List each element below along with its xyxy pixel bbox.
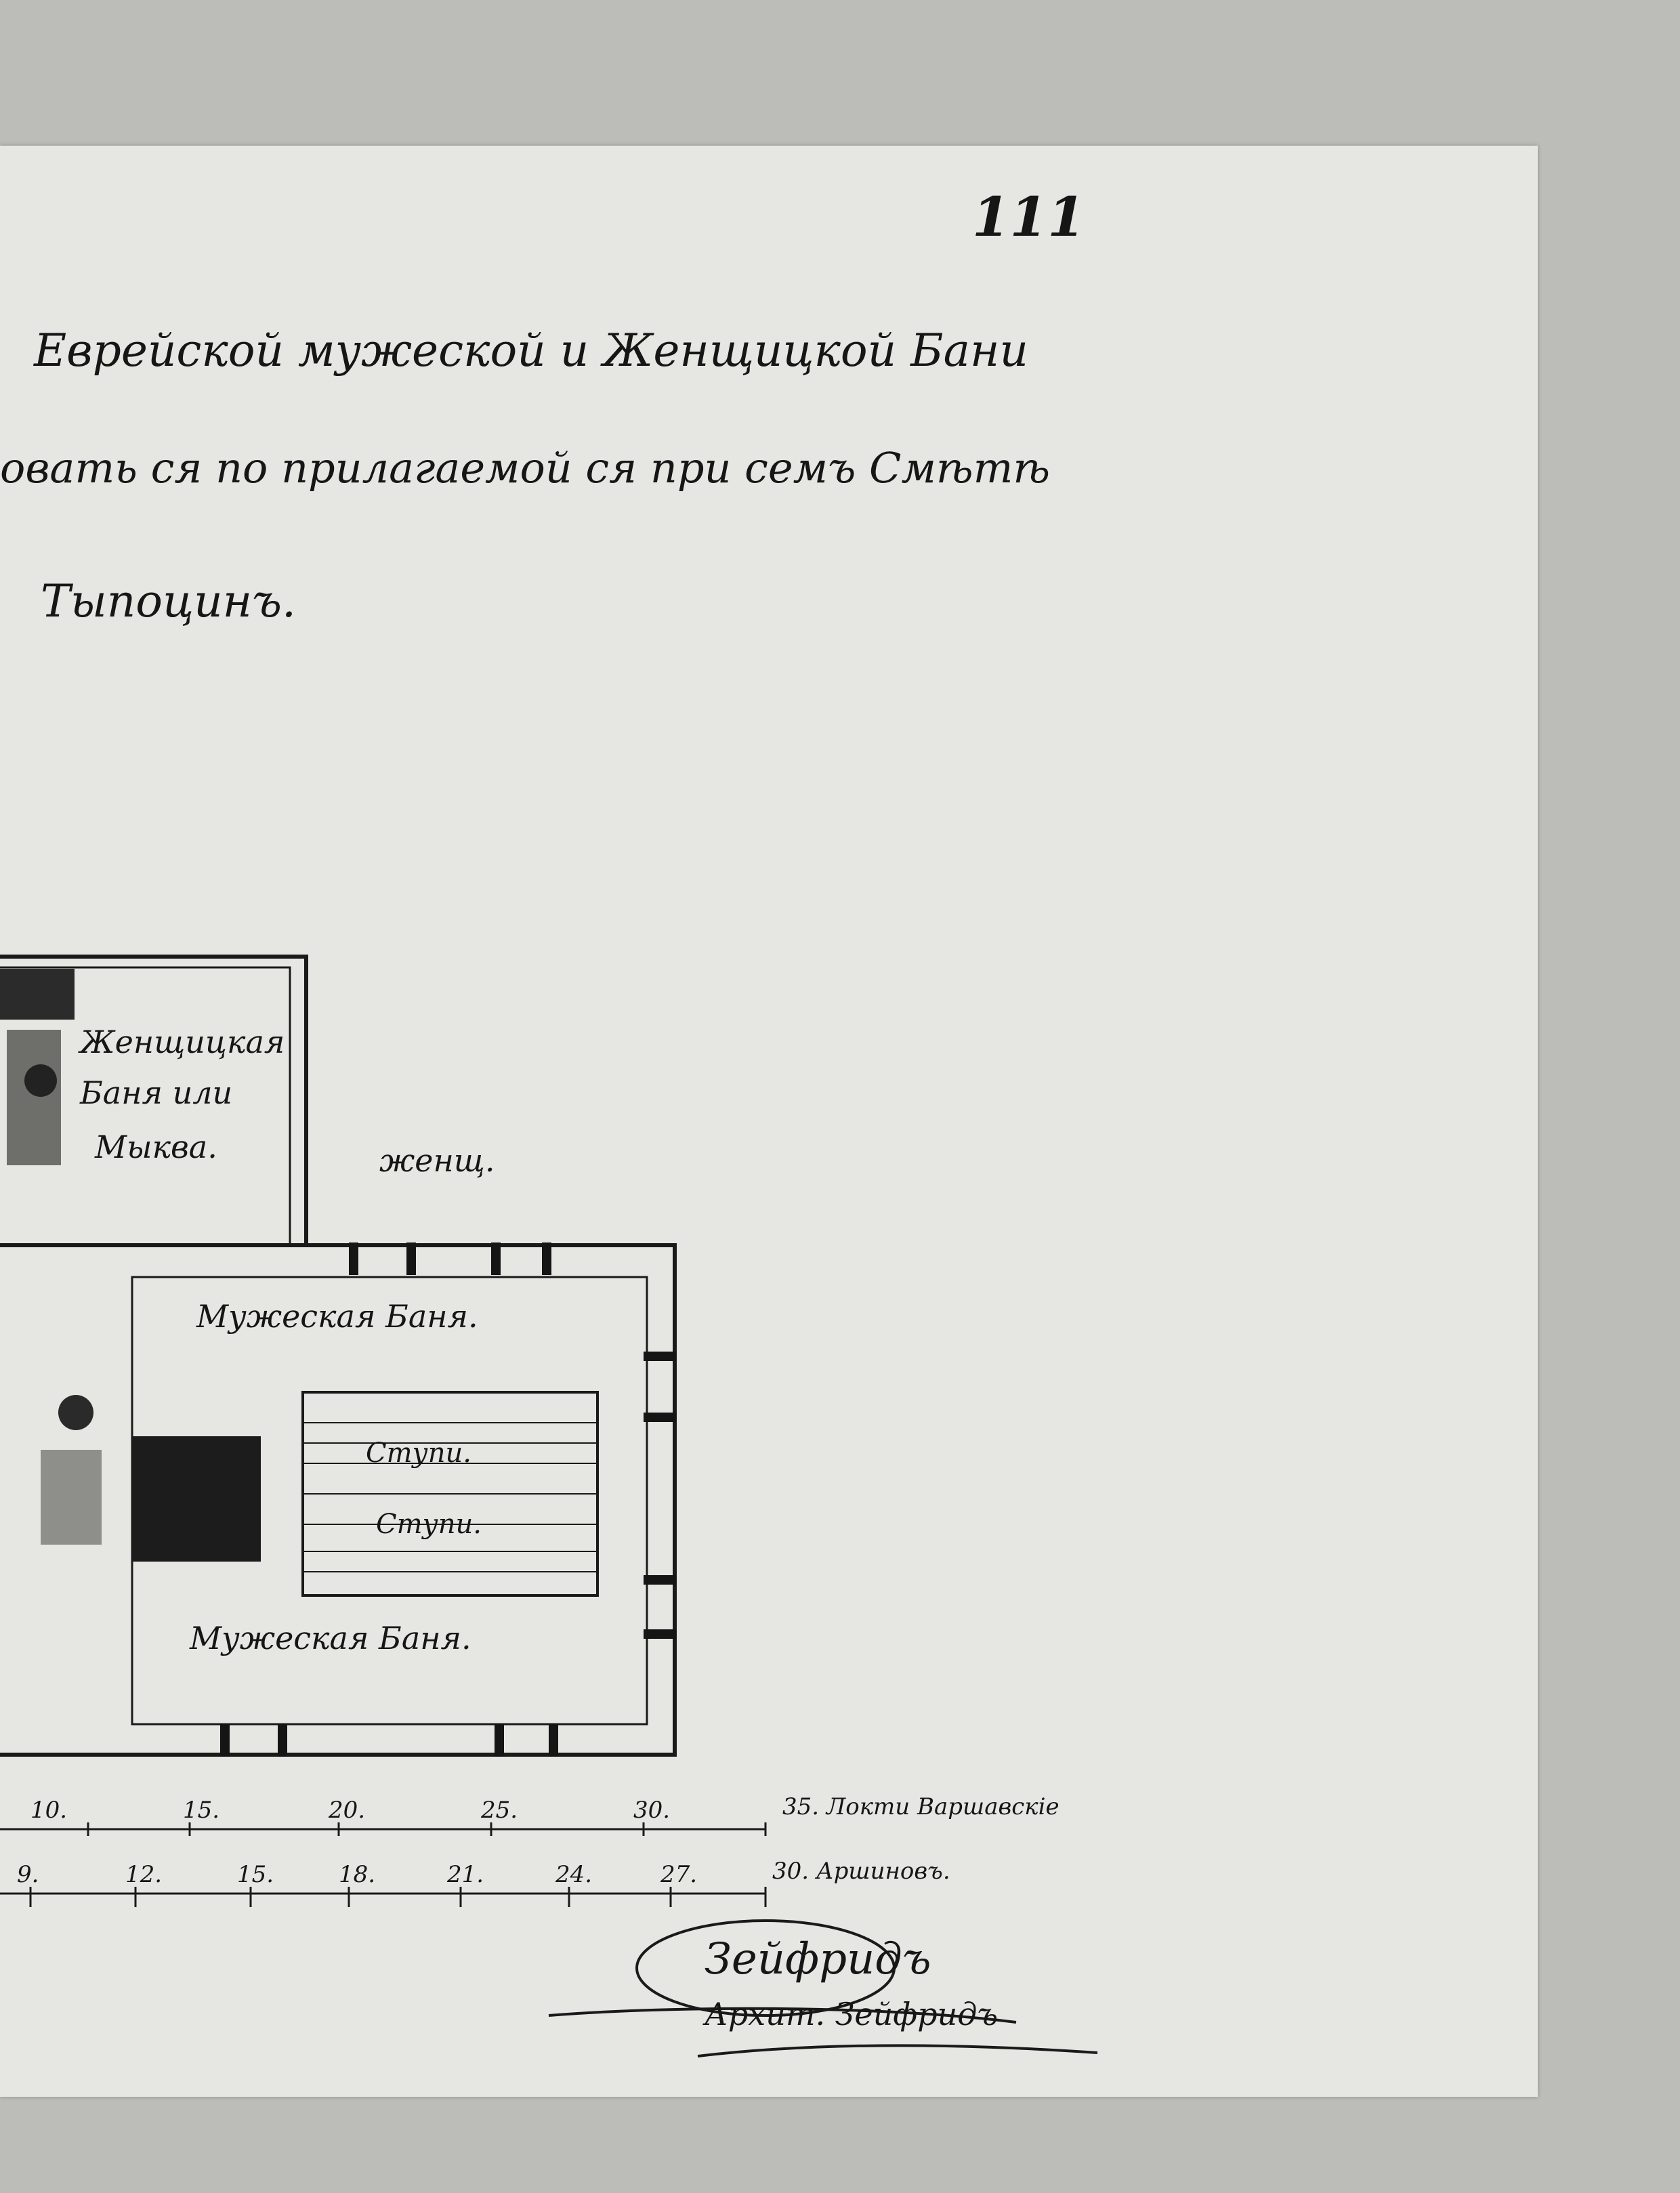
mens-bath-top-label: Мужеская Баня. xyxy=(196,1298,478,1335)
title-line-3: Тыпоцинъ. xyxy=(41,575,297,627)
mens-bath-outline xyxy=(0,1243,677,1757)
mens-bath-bottom-label: Мужеская Баня. xyxy=(190,1620,471,1656)
lower-tick-label: 18. xyxy=(339,1861,376,1888)
upper-tick-label: 30. xyxy=(633,1797,671,1824)
womens-bath-label-1: Женщицкая xyxy=(80,1024,285,1060)
bench-lower-label: Ступи. xyxy=(376,1509,482,1540)
side-note: женщ. xyxy=(379,1142,495,1179)
womens-bath-boiler xyxy=(24,1064,57,1097)
lower-tick-label: 15. xyxy=(237,1861,274,1888)
window-marks xyxy=(220,1242,676,1757)
bench-lines xyxy=(303,1422,597,1572)
upper-tick-label: 10. xyxy=(30,1797,68,1824)
signature-primary: Зейфридъ xyxy=(705,1934,931,1984)
paper-sheet xyxy=(0,146,1538,2097)
upper-tick-label: 20. xyxy=(329,1797,366,1824)
boiler-mark xyxy=(58,1395,93,1430)
signature-flourish xyxy=(548,1919,1098,2058)
stair-block xyxy=(41,1450,102,1545)
title-line-1: Еврейской мужеской и Женщицкой Бани xyxy=(34,325,1028,377)
bench-upper-label: Ступи. xyxy=(366,1438,471,1469)
scale-bars xyxy=(0,1822,767,1907)
womens-bath-label-3: Мыква. xyxy=(95,1129,217,1165)
upper-tick-label: 25. xyxy=(481,1797,518,1824)
stove-block xyxy=(132,1436,261,1562)
lower-tick-label: 21. xyxy=(447,1861,484,1888)
folio-number: 111 xyxy=(972,185,1085,249)
womens-bath-pool xyxy=(7,1030,61,1165)
lower-tick-label: 27. xyxy=(660,1861,698,1888)
lower-tick-label: 12. xyxy=(125,1861,163,1888)
lower-tick-label: 24. xyxy=(555,1861,593,1888)
upper-unit-label: 35. Локти Варшавскіе xyxy=(782,1793,1059,1820)
lower-tick-label: 9. xyxy=(17,1861,39,1888)
womens-bath-label-2: Баня или xyxy=(80,1074,233,1111)
signature-secondary: Архит. Зейфридъ xyxy=(705,1996,999,2032)
title-line-2: овать ся по прилагаемой ся при семъ Смѣт… xyxy=(0,443,1051,493)
upper-tick-label: 15. xyxy=(183,1797,220,1824)
womens-bath-stair xyxy=(0,969,75,1020)
lower-unit-label: 30. Аршиновъ. xyxy=(772,1858,950,1885)
